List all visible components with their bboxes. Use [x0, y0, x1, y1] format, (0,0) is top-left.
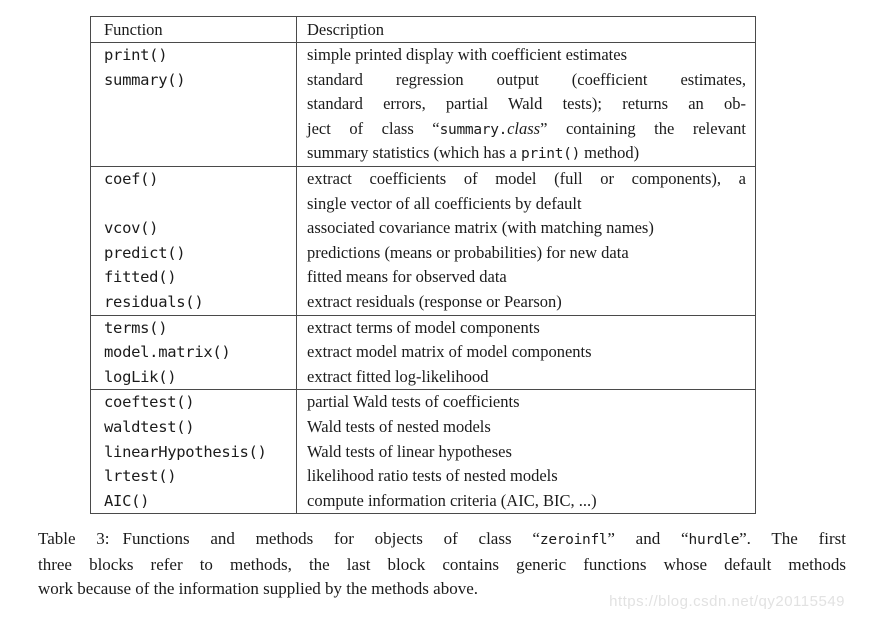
caption-line: Table 3: Functions and methods for object… [38, 527, 846, 553]
inline-text: extract terms of model components [307, 317, 540, 337]
description-line: ject of class “summary.class” containing… [297, 117, 755, 142]
inline-text: ject of class “ [307, 118, 440, 138]
description-line: Wald tests of linear hypotheses [297, 440, 755, 465]
function-name: waldtest() [104, 417, 195, 436]
header-description: Description [296, 17, 755, 42]
inline-text: single vector of all coefficients by def… [307, 193, 582, 213]
function-name: AIC() [104, 491, 150, 510]
description-line: associated covariance matrix (with match… [297, 216, 755, 241]
inline-text: three blocks refer to methods, the last … [38, 554, 846, 574]
table-blocks: print() summary() simple printed display … [91, 43, 755, 514]
description-line: extract coefficients of model (full or c… [297, 167, 755, 192]
description-column: extract terms of model components extract… [296, 315, 755, 390]
inline-text: compute information criteria (AIC, BIC, … [307, 490, 597, 510]
function-name [91, 141, 296, 166]
description-line: standard regression output (coefficient … [297, 68, 755, 93]
table-block-1: print() summary() simple printed display … [91, 43, 755, 167]
caption-line: work because of the information supplied… [38, 577, 846, 602]
header-function: Function [104, 20, 163, 39]
caption-label: Table 3: [38, 529, 110, 548]
inline-text: method) [580, 143, 640, 163]
function-name: coef() [104, 169, 159, 188]
inline-text: extract fitted log-likelihood [307, 366, 489, 386]
description-column: extract coefficients of model (full or c… [296, 166, 755, 315]
inline-text: work because of the information supplied… [38, 579, 478, 599]
description-line: summary statistics (which has a print() … [297, 141, 755, 166]
function-name: terms() [104, 318, 168, 337]
function-column: terms() model.matrix() logLik() [91, 316, 296, 390]
caption: Table 3: Functions and methods for object… [38, 527, 846, 602]
inline-code: print() [521, 146, 581, 163]
description-line: extract model matrix of model components [297, 340, 755, 365]
inline-text: Wald tests of linear hypotheses [307, 441, 512, 461]
inline-text: associated covariance matrix (with match… [307, 218, 654, 238]
description-line: compute information criteria (AIC, BIC, … [297, 489, 755, 514]
function-name [91, 117, 296, 142]
inline-code: summary. [439, 121, 508, 138]
inline-italic: class [507, 118, 541, 138]
function-name: summary() [104, 70, 186, 89]
inline-text: fitted means for observed data [307, 267, 507, 287]
function-name [91, 92, 296, 117]
function-name: coeftest() [104, 393, 195, 412]
function-name: residuals() [104, 292, 204, 311]
inline-text: ” containing the relevant [540, 118, 746, 138]
inline-text: simple printed display with coefficient … [307, 45, 627, 64]
inline-text: Wald tests of nested models [307, 416, 491, 436]
description-line: standard errors, partial Wald tests); re… [297, 92, 755, 117]
description-line: extract residuals (response or Pearson) [297, 290, 755, 315]
functions-table: Function Description print() summary() si… [90, 16, 756, 515]
function-name: print() [104, 46, 168, 64]
description-line: likelihood ratio tests of nested models [297, 464, 755, 489]
inline-text: extract coefficients of model (full or c… [307, 168, 746, 188]
function-name: linearHypothesis() [104, 442, 267, 461]
table-header-row: Function Description [91, 17, 755, 43]
function-name: fitted() [104, 268, 177, 287]
description-line: extract terms of model components [297, 316, 755, 341]
function-name: predict() [104, 243, 186, 262]
inline-code: zeroinfl [539, 532, 608, 548]
inline-text: extract residuals (response or Pearson) [307, 291, 562, 311]
description-line: fitted means for observed data [297, 265, 755, 290]
watermark-url: https://blog.csdn.net/qy20115549 [609, 593, 845, 610]
inline-text: likelihood ratio tests of nested models [307, 466, 558, 486]
function-name [91, 192, 296, 217]
inline-text: ”. The first [739, 529, 846, 548]
description-line: simple printed display with coefficient … [297, 43, 755, 68]
inline-text: partial Wald tests of coefficients [307, 392, 520, 412]
inline-text: extract model matrix of model components [307, 342, 592, 362]
function-name: vcov() [104, 219, 159, 238]
description-line: single vector of all coefficients by def… [297, 192, 755, 217]
function-name: logLik() [104, 367, 177, 386]
function-column: coef() vcov() predict() fitted() residuals(… [91, 167, 296, 315]
description-column: simple printed display with coefficient … [296, 43, 755, 166]
description-line: predictions (means or probabilities) for… [297, 241, 755, 266]
inline-text: ” and “ [607, 529, 689, 548]
function-name: model.matrix() [104, 343, 231, 362]
inline-text: predictions (means or probabilities) for… [307, 242, 629, 262]
inline-text: standard regression output (coefficient … [307, 69, 746, 89]
function-column: coeftest() waldtest() linearHypothesis() lr… [91, 390, 296, 513]
function-column: print() summary() [91, 43, 296, 166]
inline-code: hurdle [688, 532, 740, 548]
inline-text: standard errors, partial Wald tests); re… [307, 94, 746, 114]
table-block-2: coef() vcov() predict() fitted() residuals(… [91, 166, 755, 316]
inline-text: Functions and methods for objects of cla… [122, 529, 540, 548]
description-line: partial Wald tests of coefficients [297, 390, 755, 415]
description-line: extract fitted log-likelihood [297, 365, 755, 390]
description-line: Wald tests of nested models [297, 415, 755, 440]
caption-line: three blocks refer to methods, the last … [38, 553, 846, 578]
table-block-3: terms() model.matrix() logLik() extract ter… [91, 315, 755, 391]
inline-text: summary statistics (which has a [307, 143, 522, 163]
table-block-4: coeftest() waldtest() linearHypothesis() lr… [91, 390, 755, 514]
function-name: lrtest() [104, 467, 177, 486]
